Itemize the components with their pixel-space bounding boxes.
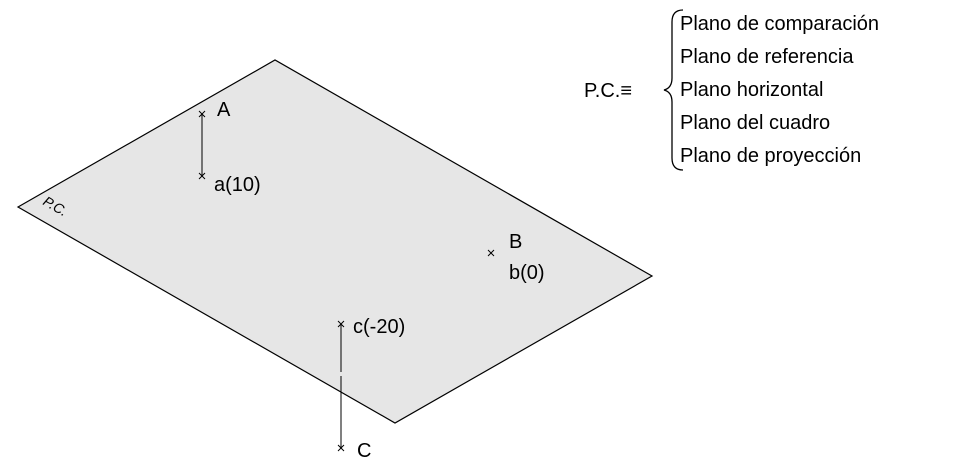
point-a-group: A a(10) [198,99,261,196]
legend-brace [663,9,684,171]
point-a-label: a(10) [214,174,261,196]
point-c-marker [337,320,345,328]
point-C-marker [337,444,345,452]
point-a-marker [198,172,206,180]
legend-item-4: Plano de proyección [680,145,861,167]
point-B-marker [487,249,495,257]
point-b-label: b(0) [509,262,545,284]
comparison-plane [16,59,654,424]
point-C-label: C [357,440,371,462]
legend: P.C.≡ Plano de comparación Plano de refe… [584,9,879,171]
legend-item-2: Plano horizontal [680,79,823,101]
point-c-group: c(-20) C [337,316,405,462]
legend-item-1: Plano de referencia [680,46,854,68]
point-B-label: B [509,231,522,253]
point-b-group: B b(0) [487,231,545,284]
point-c-label: c(-20) [353,316,405,338]
legend-item-3: Plano del cuadro [680,112,830,134]
legend-item-0: Plano de comparación [680,13,879,35]
point-A-marker [198,110,206,118]
point-A-label: A [217,99,231,121]
legend-prefix: P.C.≡ [584,80,632,102]
